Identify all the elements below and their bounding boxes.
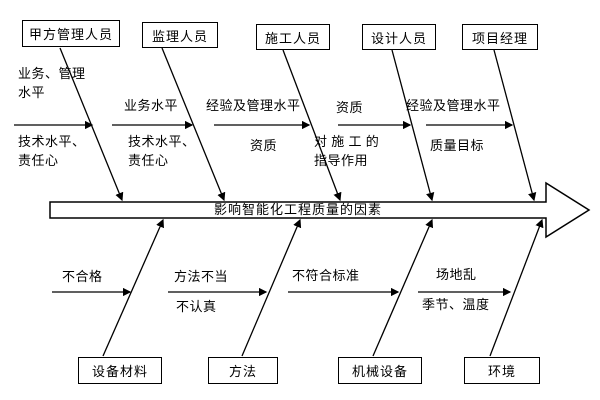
bottom-rib-2 <box>241 218 302 357</box>
bottom-rib-4 <box>489 218 544 357</box>
sub-cause-designer-below: 对 施 工 的 指导作用 <box>314 134 380 168</box>
supervisor-box: 监理人员 <box>142 22 218 48</box>
sub-cause-manager-above: 经验及管理水平 <box>406 98 501 113</box>
spine-arrow <box>49 181 591 239</box>
sub-cause-owner-above: 业务、管理 水平 <box>18 66 86 100</box>
sub-cause-method-above: 方法不当 <box>174 269 229 284</box>
sub-cause-owner-below: 技术水平、 责任心 <box>18 134 86 168</box>
top-rib-3 <box>282 49 342 202</box>
sub-cause-supervisor-below: 技术水平、 责任心 <box>128 134 196 168</box>
environment-box: 环境 <box>464 357 540 384</box>
top-rib-2 <box>161 47 226 202</box>
top-rib-5 <box>493 49 537 202</box>
top-rib-4 <box>391 49 435 202</box>
method-box: 方法 <box>208 357 278 384</box>
owner-management-box: 甲方管理人员 <box>22 20 120 47</box>
sub-cause-machinery-above: 不符合标准 <box>292 268 360 283</box>
bottom-rib-1 <box>102 218 164 357</box>
sub-cause-method-below: 不认真 <box>176 299 217 314</box>
spine-title: 影响智能化工程质量的因素 <box>213 202 382 217</box>
construction-staff-box: 施工人员 <box>256 24 330 50</box>
machinery-box: 机械设备 <box>338 357 422 384</box>
designer-box: 设计人员 <box>362 24 436 50</box>
sub-cause-designer-above: 资质 <box>336 100 364 115</box>
sub-cause-materials-above: 不合格 <box>62 269 103 284</box>
equipment-materials-box: 设备材料 <box>78 357 162 384</box>
sub-cause-environment-below: 季节、温度 <box>422 297 490 312</box>
bottom-rib-3 <box>372 218 434 357</box>
project-manager-box: 项目经理 <box>462 24 538 50</box>
sub-cause-supervisor-above: 业务水平 <box>124 98 179 113</box>
sub-cause-construction-below: 资质 <box>250 138 278 153</box>
sub-cause-manager-below: 质量目标 <box>430 138 485 153</box>
sub-cause-environment-above: 场地乱 <box>436 267 477 282</box>
sub-cause-construction-above: 经验及管理水平 <box>206 98 301 113</box>
